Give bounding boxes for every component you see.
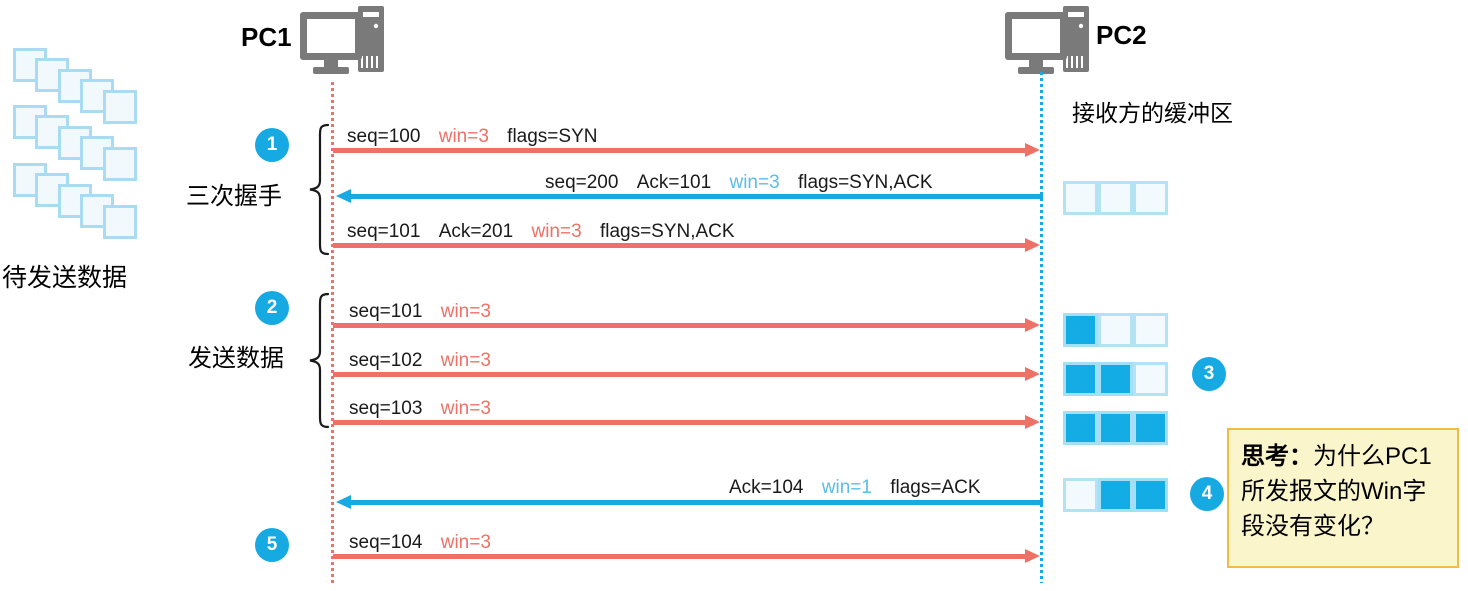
step-badge-3: 3 (1192, 357, 1226, 391)
message-segment: seq=101 (347, 221, 421, 242)
buffer-cell (1133, 181, 1168, 215)
send-data-brace (309, 292, 330, 429)
send-data-label: 发送数据 (188, 345, 284, 372)
buffer-cell (1098, 478, 1133, 512)
message-segment: seq=101 (349, 301, 423, 322)
message-segment: seq=100 (347, 126, 421, 147)
pc1-label: PC1 (241, 22, 292, 52)
step-badge-1: 1 (255, 128, 289, 162)
message-segment: win=3 (440, 398, 491, 419)
buffer-cell (1133, 411, 1168, 445)
buffer-cell (1063, 478, 1098, 512)
buffer-row-after-101 (1063, 313, 1168, 347)
message-segment: Ack=104 (729, 477, 804, 498)
data-arrow-103 (333, 415, 1040, 429)
message-segment: seq=104 (349, 532, 423, 553)
buffer-cell (1063, 181, 1098, 215)
receiver-buffer-label: 接收方的缓冲区 (1072, 100, 1233, 126)
buffer-cell (1098, 362, 1133, 396)
data-arrow-102 (333, 367, 1040, 381)
data-arrow-104 (333, 549, 1040, 563)
message-label: seq=100 win=3 flags=SYN (347, 126, 597, 148)
message-label: seq=104 win=3 (349, 532, 491, 554)
message-label: seq=102 win=3 (349, 350, 491, 372)
message-segment: Ack=101 (636, 172, 712, 193)
buffer-cell (1063, 313, 1098, 347)
step-badge-2: 2 (255, 291, 289, 325)
buffer-cell (1063, 362, 1098, 396)
buffer-cell (1098, 411, 1133, 445)
buffer-cell (1098, 313, 1133, 347)
step-badge-5: 5 (255, 528, 289, 562)
message-segment: win=3 (440, 301, 491, 322)
message-segment: seq=102 (349, 350, 423, 371)
message-segment: seq=103 (349, 398, 423, 419)
message-segment: flags=SYN,ACK (797, 172, 933, 193)
message-segment: win=3 (438, 126, 489, 147)
pc1-lifeline (331, 82, 334, 585)
pc2-lifeline (1040, 72, 1043, 583)
message-segment: flags=SYN (507, 126, 598, 147)
buffer-cell (1133, 313, 1168, 347)
buffer-cell (1063, 411, 1098, 445)
message-label: seq=101 win=3 (349, 301, 491, 323)
thinking-note-title: 思考： (1241, 443, 1313, 470)
buffer-row-initial (1063, 181, 1168, 215)
message-label: seq=101 Ack=201 win=3 flags=SYN,ACK (347, 221, 735, 243)
syn-arrow (333, 143, 1040, 157)
buffer-row-after-103 (1063, 411, 1168, 445)
data-square (103, 147, 137, 181)
message-label: seq=200 Ack=101 win=3 flags=SYN,ACK (545, 172, 933, 194)
message-segment: Ack=201 (438, 221, 514, 242)
pc2-computer-icon (1005, 6, 1089, 74)
thinking-note-body: 为什么PC1所发报文的Win字段没有变化？ (1241, 443, 1432, 540)
ack-104-arrow (336, 495, 1043, 509)
message-segment: win=3 (440, 532, 491, 553)
message-segment: win=1 (821, 477, 872, 498)
step-badge-4: 4 (1190, 477, 1224, 511)
message-segment: flags=ACK (890, 477, 981, 498)
message-label: seq=103 win=3 (349, 398, 491, 420)
data-square (103, 90, 137, 124)
ack-arrow (333, 238, 1040, 252)
pc2-label: PC2 (1096, 20, 1147, 50)
message-segment: win=3 (440, 350, 491, 371)
pending-data-label: 待发送数据 (2, 264, 128, 292)
handshake-brace (309, 123, 330, 256)
message-label: Ack=104 win=1 flags=ACK (729, 477, 981, 499)
data-arrow-101 (333, 318, 1040, 332)
handshake-label: 三次握手 (186, 183, 282, 210)
message-segment: flags=SYN,ACK (599, 221, 735, 242)
data-square (103, 205, 137, 239)
buffer-cell (1098, 181, 1133, 215)
buffer-row-after-ack (1063, 478, 1168, 512)
syn-ack-arrow (336, 189, 1043, 203)
message-segment: seq=200 (545, 172, 619, 193)
buffer-row-after-102 (1063, 362, 1168, 396)
thinking-note: 思考：为什么PC1所发报文的Win字段没有变化？ (1227, 428, 1459, 568)
message-segment: win=3 (729, 172, 780, 193)
buffer-cell (1133, 478, 1168, 512)
pc1-computer-icon (300, 6, 384, 74)
buffer-cell (1133, 362, 1168, 396)
message-segment: win=3 (531, 221, 582, 242)
